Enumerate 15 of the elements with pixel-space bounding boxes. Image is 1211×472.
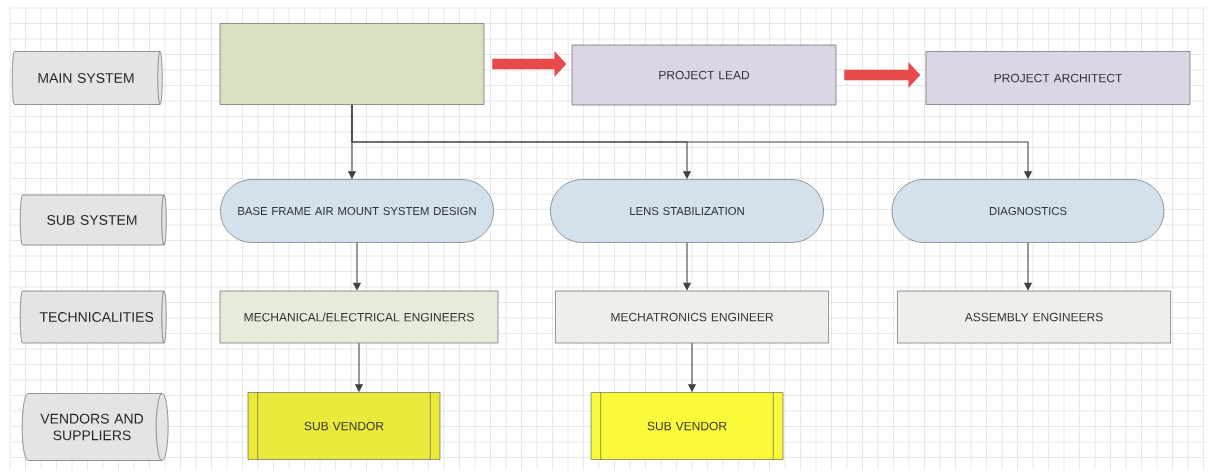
level-label: TECHNICALITIES — [20, 290, 167, 344]
subsystem-box: DIAGNOSTICS — [891, 179, 1165, 243]
level-label: SUB SYSTEM — [20, 194, 167, 246]
subsystem-box: LENS STABILIZATION — [550, 179, 824, 243]
role-box: ASSEMBLY ENGINEERS — [897, 290, 1171, 344]
empty-box — [219, 23, 485, 105]
role-box: PROJECT LEAD — [571, 44, 837, 106]
level-label: MAIN SYSTEM — [12, 51, 163, 105]
role-box: MECHATRONICS ENGINEER — [555, 290, 829, 344]
vendor-box: SUB VENDOR — [590, 392, 784, 460]
vendor-box: SUB VENDOR — [247, 392, 441, 460]
subsystem-box: BASE FRAME AIR MOUNT SYSTEM DESIGN — [220, 179, 494, 243]
level-label: VENDORS AND SUPPLIERS — [21, 393, 169, 461]
role-box: MECHANICAL/ELECTRICAL ENGINEERS — [219, 290, 499, 344]
role-box: PROJECT ARCHITECT — [925, 51, 1191, 105]
